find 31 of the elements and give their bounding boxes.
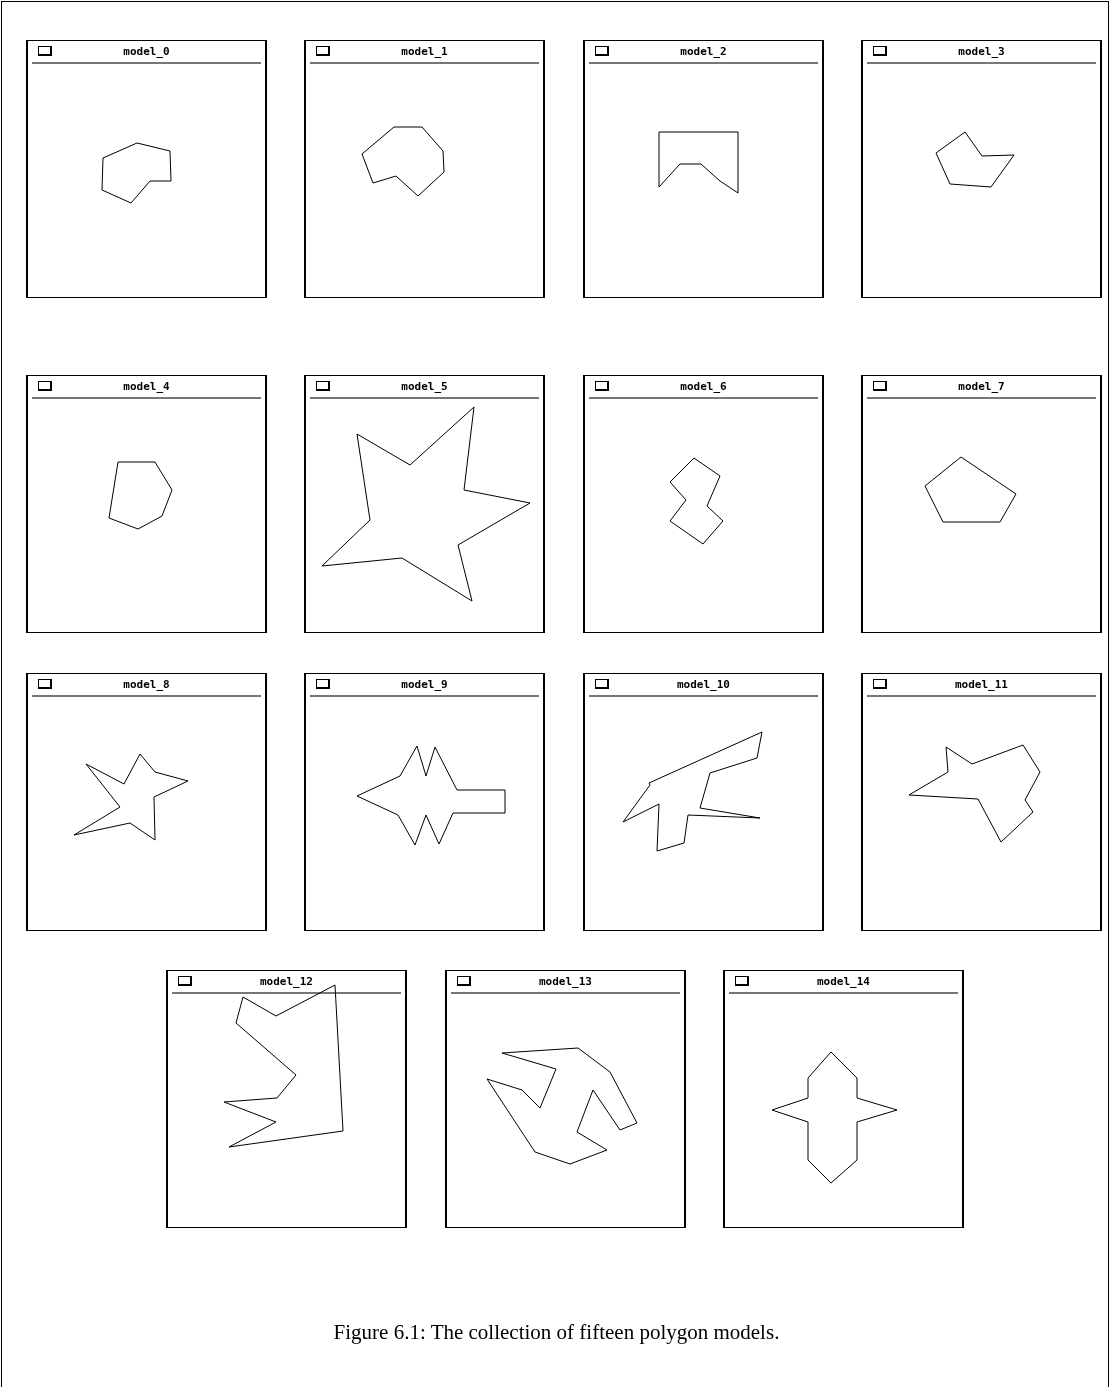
window-frame <box>304 375 545 633</box>
window-title: model_13 <box>538 975 593 988</box>
window-frame <box>583 673 824 931</box>
window-frame <box>304 673 545 931</box>
window-title: model_1 <box>400 45 449 58</box>
window-frame <box>583 40 824 298</box>
window-frame <box>723 970 964 1228</box>
window-frame <box>26 673 267 931</box>
window-frame <box>583 375 824 633</box>
window-title: model_2 <box>679 45 728 58</box>
window-title: model_12 <box>259 975 314 988</box>
window-title: model_3 <box>957 45 1006 58</box>
window-title: model_9 <box>400 678 449 691</box>
window-frame <box>304 40 545 298</box>
window-title: model_0 <box>122 45 171 58</box>
window-frame <box>166 970 407 1228</box>
window-title: model_14 <box>816 975 871 988</box>
window-title: model_11 <box>954 678 1009 691</box>
window-title: model_4 <box>122 380 171 393</box>
window-title: model_5 <box>400 380 449 393</box>
figure-caption: Figure 6.1: The collection of fifteen polygon models. <box>332 1320 781 1345</box>
window-frame <box>861 40 1102 298</box>
window-frame <box>445 970 686 1228</box>
window-title: model_8 <box>122 678 171 691</box>
window-frame <box>861 375 1102 633</box>
window-title: model_7 <box>957 380 1006 393</box>
window-title: model_6 <box>679 380 728 393</box>
window-frame <box>26 40 267 298</box>
window-frame <box>26 375 267 633</box>
window-frame <box>861 673 1102 931</box>
window-title: model_10 <box>676 678 731 691</box>
